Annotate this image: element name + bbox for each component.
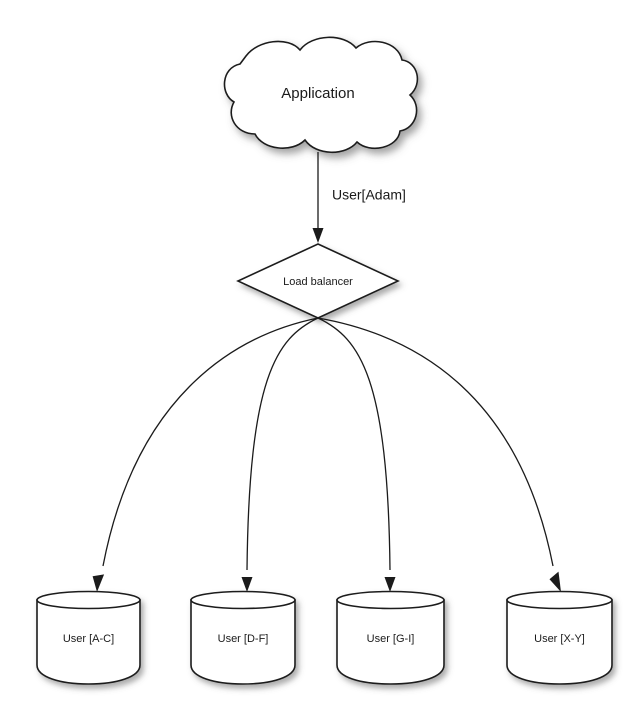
edge-curve-db-3	[317, 317, 391, 571]
cylinder-body-1	[36, 599, 141, 685]
node-database-3[interactable]: User [G-I]	[336, 590, 445, 685]
node-database-1[interactable]: User [A-C]	[36, 590, 141, 685]
edge-application-to-load-balancer: User[Adam]	[312, 152, 406, 243]
node-load-balancer[interactable]: Load balancer	[236, 243, 400, 319]
edge-lb-to-db-4	[317, 317, 561, 592]
arrow-head-db-3	[384, 577, 396, 592]
edge-lb-to-db-3	[317, 317, 396, 592]
edge-lb-to-db-1	[92, 317, 319, 592]
database-1-label: User [A-C]	[63, 633, 114, 645]
node-database-4[interactable]: User [X-Y]	[506, 590, 613, 685]
cylinder-body-2	[190, 599, 296, 685]
cylinder-top-3	[336, 590, 445, 610]
edge-curve-db-4	[317, 317, 554, 567]
cylinder-top-4	[506, 590, 613, 610]
database-4-label: User [X-Y]	[534, 633, 585, 645]
edge-label-user-adam: User[Adam]	[332, 187, 406, 203]
cylinder-top-1	[36, 590, 141, 610]
load-balancer-label: Load balancer	[283, 276, 353, 288]
database-3-label: User [G-I]	[367, 633, 415, 645]
arrow-head-db-4	[549, 571, 561, 592]
application-label: Application	[281, 85, 354, 102]
cylinder-body-3	[336, 599, 445, 685]
cloud-shape	[223, 36, 419, 153]
cylinder-top-2	[190, 590, 296, 610]
edge-curve-db-1	[102, 317, 319, 567]
cylinder-body-4	[506, 599, 613, 685]
edge-curve-db-2	[246, 317, 319, 571]
database-2-label: User [D-F]	[218, 633, 269, 645]
arrow-head-app-lb	[312, 228, 324, 243]
arrow-head-db-1	[92, 574, 105, 592]
arrow-head-db-2	[241, 577, 253, 592]
node-application[interactable]: Application	[223, 36, 419, 153]
node-database-2[interactable]: User [D-F]	[190, 590, 296, 685]
edge-lb-to-db-2	[241, 317, 319, 592]
